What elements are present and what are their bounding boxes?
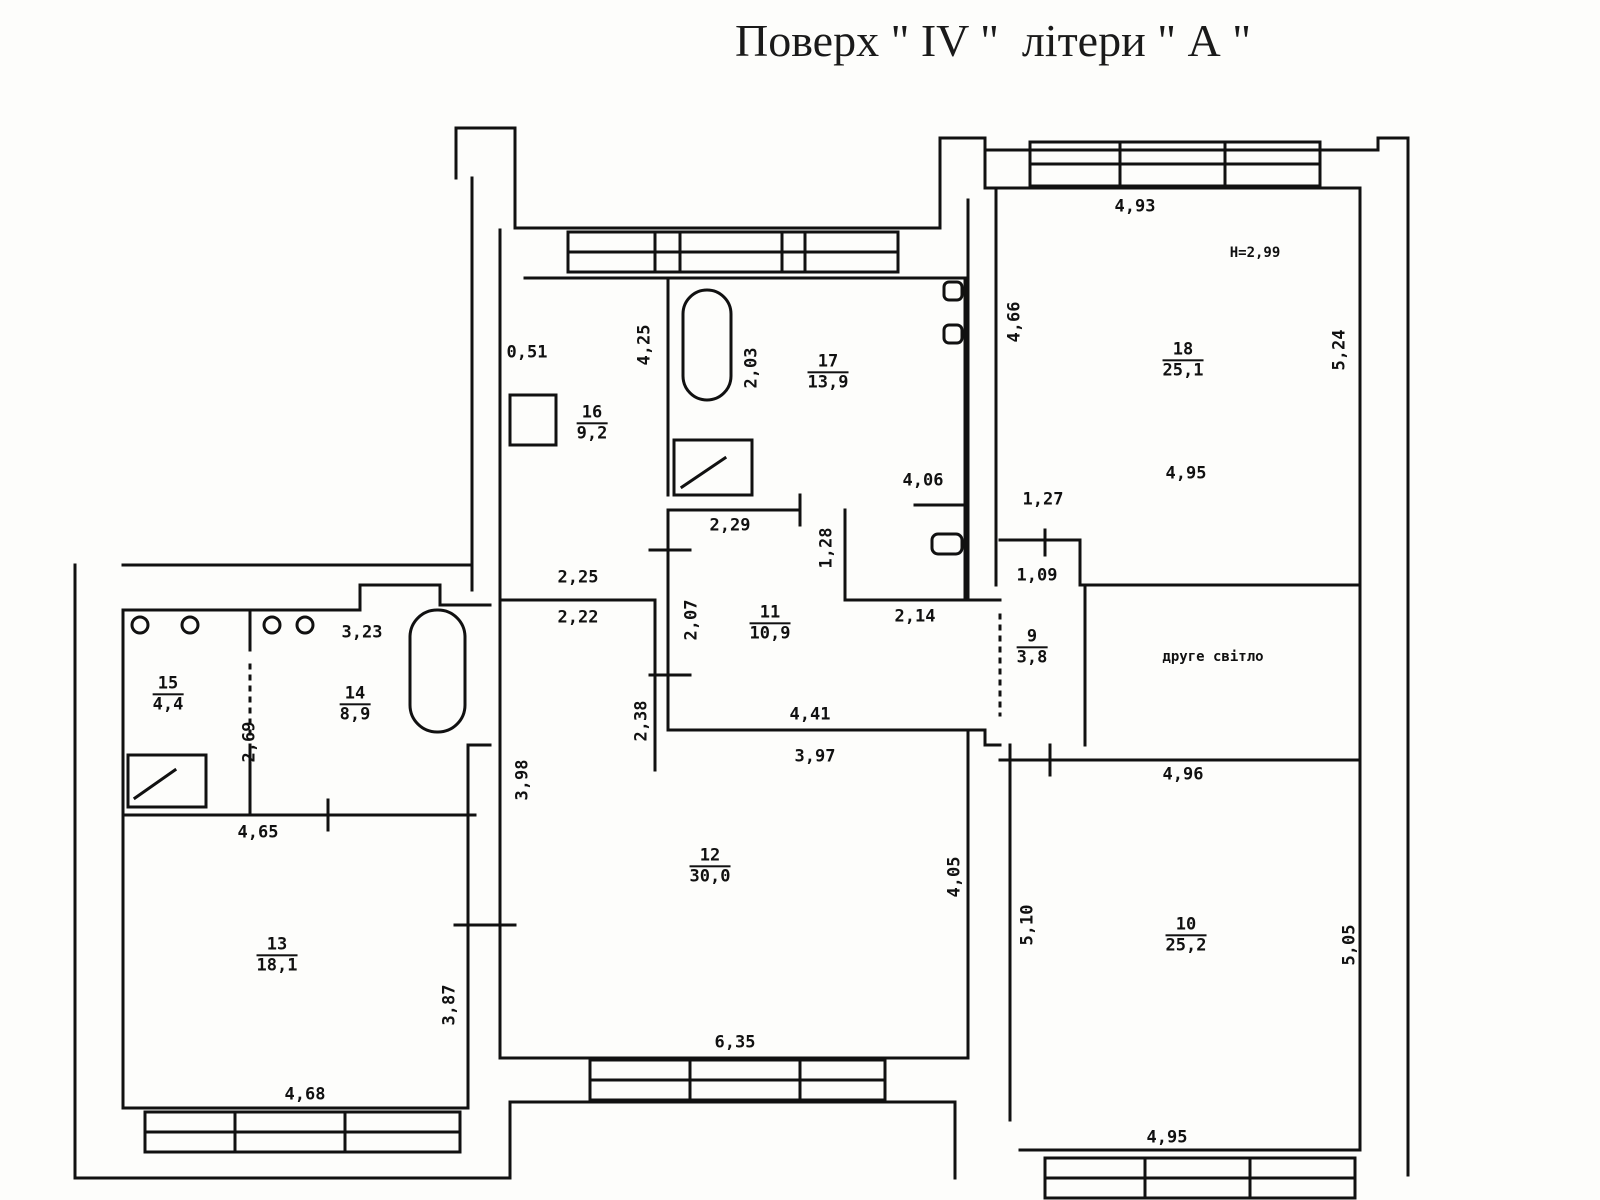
dim-4-06: 4,06: [902, 470, 944, 491]
dim-2-69: 2,69: [239, 721, 260, 763]
outer-wall-right-block: [938, 136, 1410, 1177]
dim-0-51: 0,51: [506, 342, 548, 363]
dim-4-05: 4,05: [944, 856, 965, 898]
dim-2-22: 2,22: [557, 607, 599, 628]
dim-5-24: 5,24: [1329, 329, 1350, 371]
dim-1-09: 1,09: [1016, 565, 1058, 586]
ceiling-height-note: H=2,99: [1229, 245, 1281, 261]
bathtub-14: [408, 608, 467, 734]
sink-15: [126, 753, 208, 809]
dim-6-35: 6,35: [714, 1032, 756, 1053]
dim-2-14: 2,14: [894, 606, 936, 627]
dim-2-25: 2,25: [557, 567, 599, 588]
dim-4-25: 4,25: [634, 324, 655, 366]
sink-17: [672, 438, 754, 497]
dim-4-95-bottom: 4,95: [1146, 1127, 1188, 1148]
plan-title: Поверх " IV " літери " А ": [735, 15, 1251, 66]
dim-2-38: 2,38: [631, 700, 652, 742]
dim-4-96: 4,96: [1162, 764, 1204, 785]
dim-4-65: 4,65: [237, 822, 279, 843]
bottom-windows-right: [1043, 1156, 1357, 1200]
dim-2-03: 2,03: [741, 347, 762, 389]
dim-1-28: 1,28: [816, 527, 837, 569]
dim-3-97: 3,97: [794, 746, 836, 767]
top-windows-middle: [566, 230, 900, 274]
dim-5-05: 5,05: [1339, 924, 1360, 966]
dim-3-87: 3,87: [439, 984, 460, 1026]
dim-2-07: 2,07: [681, 599, 702, 641]
bottom-windows-left: [143, 1110, 462, 1154]
wall-middle-upper: [454, 126, 942, 230]
dim-4-93: 4,93: [1114, 196, 1156, 217]
bathtub-17: [681, 288, 733, 402]
top-windows-right: [1028, 140, 1322, 188]
second-light-note: друге світло: [1162, 649, 1264, 665]
stove-16: [508, 393, 558, 447]
dim-4-68: 4,68: [284, 1084, 326, 1105]
dim-3-23: 3,23: [341, 622, 383, 643]
dim-4-66: 4,66: [1004, 301, 1025, 343]
dim-4-41: 4,41: [789, 704, 831, 725]
dim-4-95-top: 4,95: [1165, 463, 1207, 484]
dim-1-27: 1,27: [1022, 489, 1064, 510]
dim-2-29: 2,29: [709, 515, 751, 536]
outer-wall-right-block-inner: [983, 148, 1362, 1152]
wall-left-block: [73, 563, 957, 1180]
bottom-windows-middle: [588, 1058, 887, 1102]
dim-5-10: 5,10: [1017, 904, 1038, 946]
dim-3-98: 3,98: [512, 759, 533, 801]
